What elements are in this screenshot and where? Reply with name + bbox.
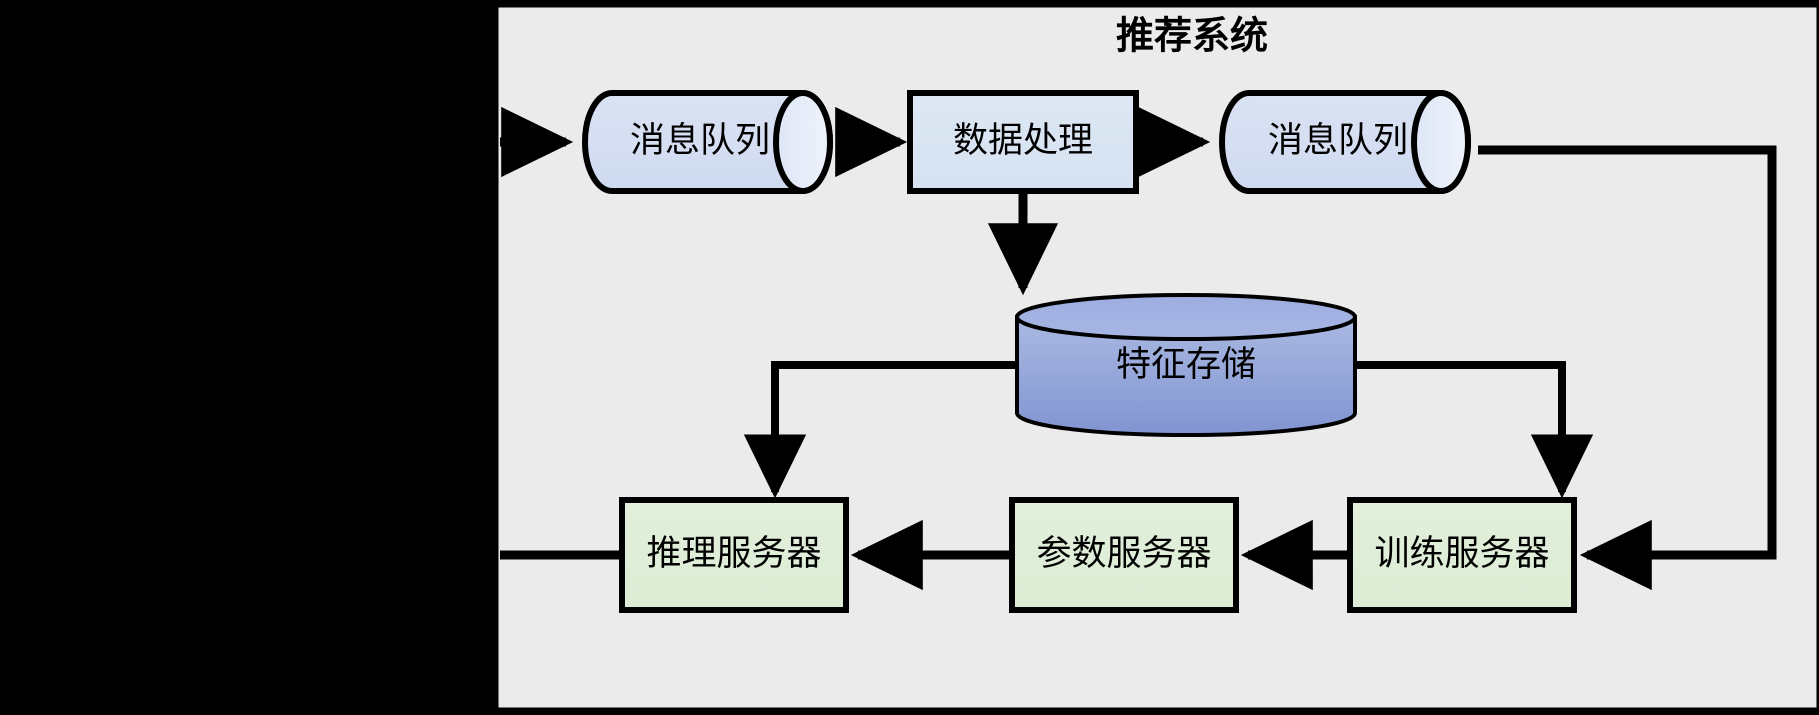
parameter-server-label: 参数服务器	[1036, 534, 1211, 573]
node-message-queue-in[interactable]: 消息队列	[582, 90, 833, 194]
node-data-processing[interactable]: 数据处理	[907, 90, 1139, 194]
page-title: 推荐系统	[1116, 16, 1268, 58]
message-queue-in-label: 消息队列	[630, 121, 770, 160]
message-queue-out-label: 消息队列	[1268, 121, 1408, 160]
data-processing-body	[907, 90, 1139, 194]
feature-store-body	[1015, 315, 1357, 437]
inference-server-label: 推理服务器	[646, 534, 821, 573]
parameter-server-body	[1009, 497, 1239, 613]
training-server-body	[1347, 497, 1577, 613]
inference-server-body	[619, 497, 849, 613]
node-inference-server[interactable]: 推理服务器	[619, 497, 849, 613]
node-parameter-server[interactable]: 参数服务器	[1009, 497, 1239, 613]
message-queue-in-cap	[773, 90, 833, 194]
feature-store-top	[1015, 293, 1357, 341]
edge-queue-out-to-training	[1478, 145, 1777, 591]
data-processing-label: 数据处理	[953, 121, 1093, 160]
node-message-queue-out[interactable]: 消息队列	[1219, 90, 1471, 194]
node-training-server[interactable]: 训练服务器	[1347, 497, 1577, 613]
message-queue-out-cap	[1411, 90, 1471, 194]
training-server-label: 训练服务器	[1374, 534, 1549, 573]
edge-feature-store-to-training	[1355, 361, 1594, 499]
edge-feature-store-to-inference	[743, 361, 1017, 499]
node-feature-store[interactable]: 特征存储	[1015, 293, 1357, 437]
feature-store-label: 特征存储	[1116, 345, 1256, 384]
